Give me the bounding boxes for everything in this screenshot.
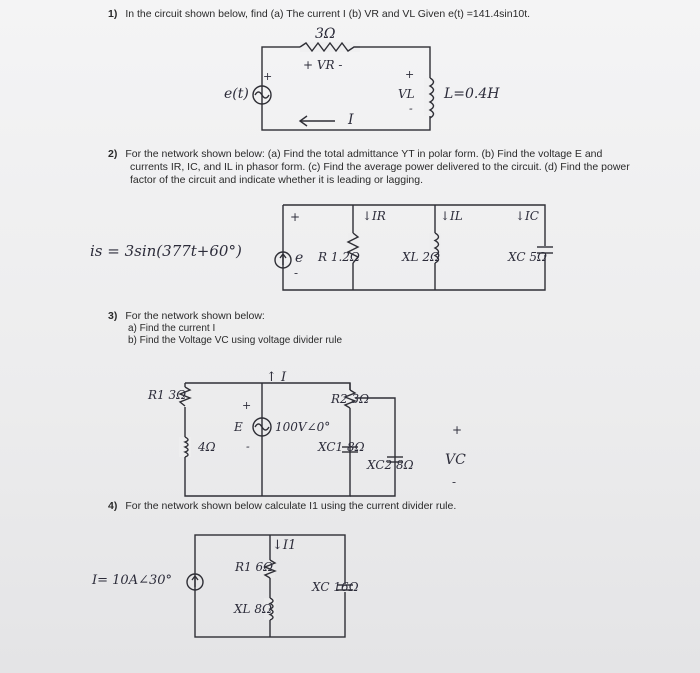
q3-r1-resistor bbox=[178, 386, 192, 407]
q1-wire-gap bbox=[300, 42, 360, 52]
q3-current-label: ↑ I bbox=[266, 370, 287, 385]
q1-inductor bbox=[428, 77, 435, 119]
q3-minus-left: - bbox=[246, 440, 250, 453]
q3-source-label: 100V∠0° bbox=[275, 420, 331, 434]
q3-prompt: 3) For the network shown below: bbox=[108, 310, 265, 323]
q2-resistor bbox=[346, 232, 360, 264]
q2-r-label: R 1.2Ω bbox=[318, 250, 360, 264]
q4-source-label: I= 10A∠30° bbox=[92, 573, 173, 588]
sine-icon bbox=[254, 91, 270, 99]
q3-inductor bbox=[183, 436, 189, 458]
q2-inductor bbox=[433, 232, 440, 264]
q1-vr-label: + VR - bbox=[303, 58, 343, 72]
q1-r-label: 3Ω bbox=[315, 26, 336, 42]
q4-circuit bbox=[186, 534, 355, 638]
arrow-head-icon bbox=[191, 574, 199, 581]
q2-il-label: ↓IL bbox=[440, 209, 463, 223]
q3-xc2-label: XC2 8Ω bbox=[367, 458, 414, 472]
q4-prompt: 4) For the network shown below calculate … bbox=[108, 500, 456, 513]
q2-current-source bbox=[274, 251, 292, 269]
q2-minus: - bbox=[294, 266, 299, 280]
q2-line-1: For the network shown below: (a) Find th… bbox=[125, 148, 603, 160]
sine-icon bbox=[254, 423, 270, 431]
q4-xl-label: XL 8Ω bbox=[234, 602, 272, 616]
q3-vc-label: VC bbox=[445, 452, 466, 468]
q2-outer-wire bbox=[282, 204, 546, 291]
q3-part-a: a) Find the current I bbox=[128, 323, 216, 334]
q1-source-plus: + bbox=[263, 70, 273, 83]
q3-r1-label: R1 3Ω bbox=[148, 388, 187, 402]
q1-vl-label: VL bbox=[398, 87, 415, 101]
q2-plus: + bbox=[290, 210, 301, 224]
q4-xc-label: XC 16Ω bbox=[312, 580, 359, 594]
q3-xl-label: 4Ω bbox=[198, 440, 216, 454]
q1-l-label: L=0.4H bbox=[444, 86, 500, 102]
q3-r1-gap bbox=[180, 387, 190, 407]
q2-ic-label: ↓IC bbox=[515, 209, 539, 223]
q3-part-b: b) Find the Voltage VC using voltage div… bbox=[128, 335, 343, 346]
q3-e-label: E bbox=[234, 420, 243, 434]
q4-inductor bbox=[268, 597, 274, 621]
q2-source-label: is = 3sin(377t+60°) bbox=[90, 242, 242, 260]
q3-minus-right: - bbox=[452, 475, 457, 489]
arrow-head-icon bbox=[279, 252, 287, 259]
q1-prompt: 1) In the circuit shown below, find (a) T… bbox=[108, 8, 530, 21]
q3-text: For the network shown below: bbox=[125, 310, 265, 322]
q1-circuit bbox=[252, 41, 436, 131]
q2-line-2: currents IR, IC, and IL in phasor form. … bbox=[130, 161, 630, 173]
q4-r1-label: R1 6Ω bbox=[235, 560, 274, 574]
q3-number: 3) bbox=[108, 310, 118, 322]
q2-xc-label: XC 5Ω bbox=[508, 250, 547, 264]
q1-source-label: e(t) bbox=[224, 86, 249, 102]
q4-text: For the network shown below calculate I1… bbox=[125, 500, 457, 512]
q1-vl-minus: - bbox=[409, 102, 413, 115]
q1-number: 1) bbox=[108, 8, 118, 20]
q3-circuit bbox=[178, 382, 403, 497]
q2-circuit bbox=[274, 204, 555, 291]
q3-ac-source bbox=[252, 417, 272, 437]
q2-prompt: 2) For the network shown below: (a) Find … bbox=[108, 148, 630, 187]
q4-resistor bbox=[263, 559, 277, 579]
q2-c-gap bbox=[535, 246, 555, 255]
arrow-head-icon bbox=[298, 115, 308, 127]
q1-vl-plus: + bbox=[405, 68, 415, 81]
q4-current-source bbox=[186, 573, 204, 591]
q2-r-gap bbox=[348, 233, 358, 263]
q4-number: 4) bbox=[108, 500, 118, 512]
q3-plus-left: + bbox=[242, 399, 252, 412]
q4-c-gap bbox=[335, 584, 355, 592]
q3-xc1-label: XC1 8Ω bbox=[318, 440, 365, 454]
q4-i1-label: ↓I1 bbox=[272, 538, 297, 553]
q2-e-label: e bbox=[295, 250, 304, 266]
q1-text: In the circuit shown below, find (a) The… bbox=[125, 8, 531, 20]
q2-ir-label: ↓IR bbox=[362, 209, 386, 223]
q1-resistor bbox=[299, 41, 360, 53]
q3-r2-label: R2 3Ω bbox=[331, 392, 370, 406]
q1-current-label: I bbox=[348, 112, 354, 128]
q2-line-3: factor of the circuit and indicate wheth… bbox=[130, 174, 424, 186]
q1-ac-source bbox=[252, 85, 272, 105]
q3-plus-right: + bbox=[452, 423, 463, 437]
q3-r2-resistor bbox=[343, 389, 357, 409]
q2-number: 2) bbox=[108, 148, 118, 160]
q2-xl-label: XL 2Ω bbox=[402, 250, 440, 264]
